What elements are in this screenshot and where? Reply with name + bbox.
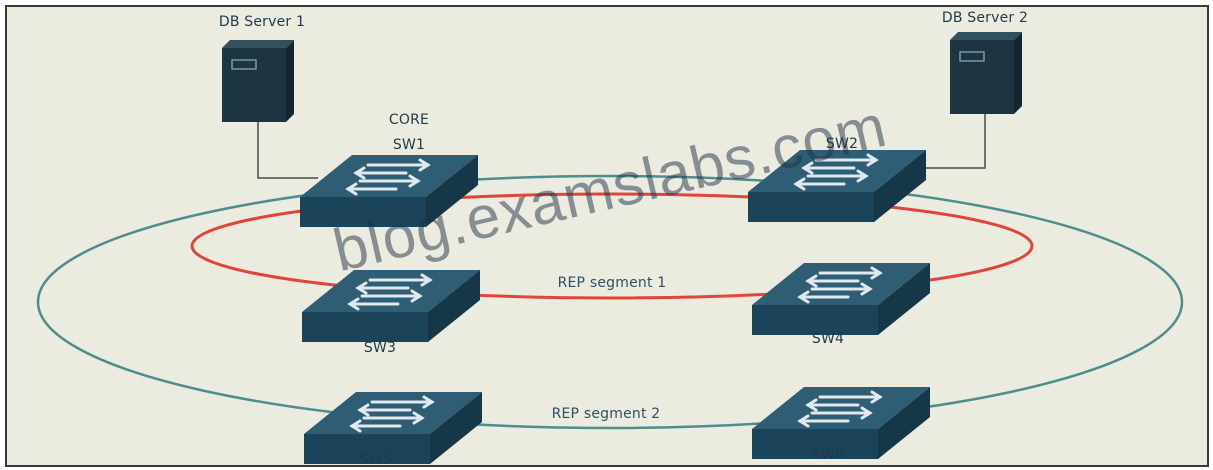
db-server-2-label: DB Server 2 <box>941 10 1029 26</box>
diagram-background <box>5 5 1209 467</box>
switch-sw3-label: SW3 <box>363 340 397 356</box>
db-server-1-label: DB Server 1 <box>218 14 306 30</box>
switch-sw1-label: SW1 <box>392 137 426 153</box>
db-server-1-link <box>257 114 318 179</box>
switch-sw6-label: SW6 <box>811 447 845 463</box>
db-server-2 <box>949 31 1023 115</box>
switch-sw2-label: SW2 <box>825 136 859 152</box>
rep-segment-2-ring <box>36 174 1184 430</box>
rep-segment-2-label: REP segment 2 <box>551 406 661 422</box>
rep-segment-1-label: REP segment 1 <box>557 275 667 291</box>
core-label: CORE <box>388 112 430 128</box>
rep-segment-1-ring <box>190 192 1034 300</box>
db-server-1 <box>221 39 295 123</box>
switch-sw4-label: SW4 <box>811 331 845 347</box>
db-server-2-link <box>920 114 986 169</box>
switch-sw5-label: SW5 <box>359 452 393 468</box>
